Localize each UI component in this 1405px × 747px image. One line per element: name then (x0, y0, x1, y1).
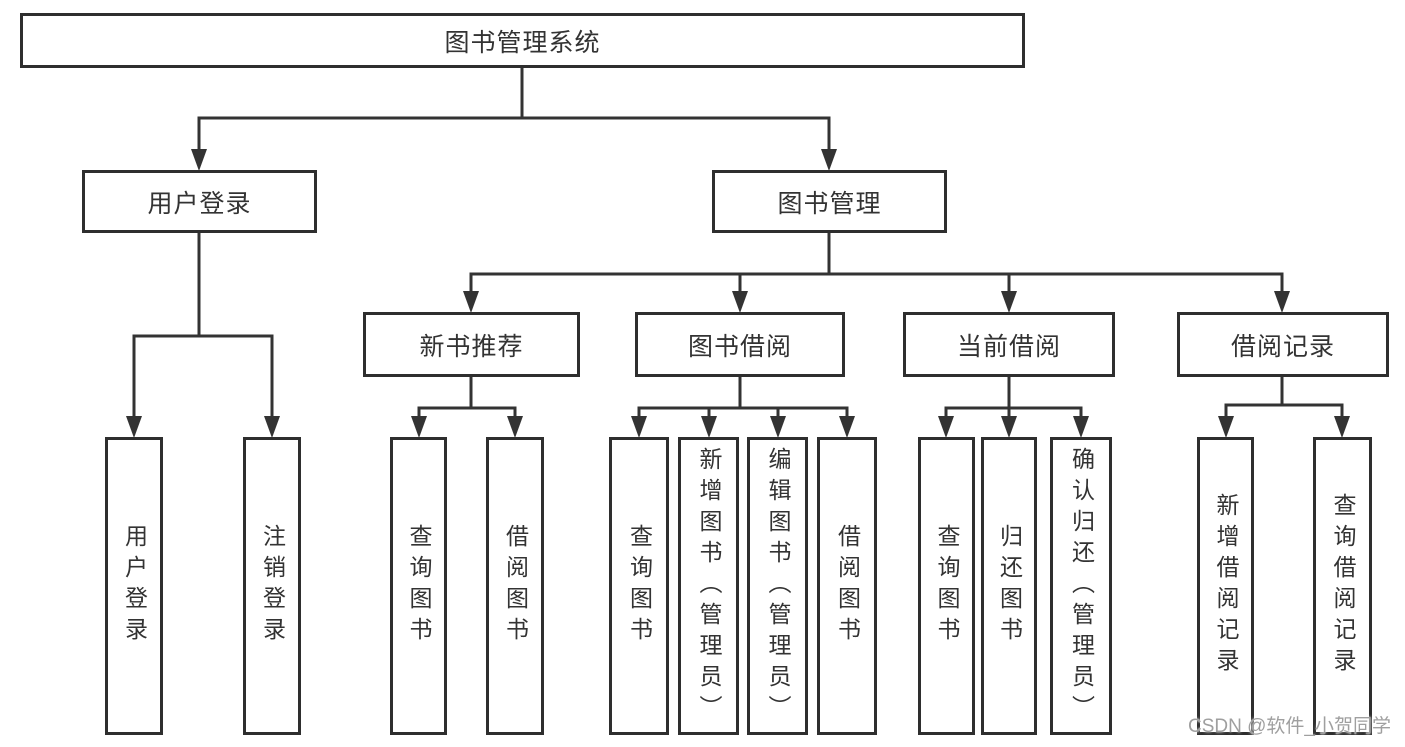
leaf-query-borrow-record-label: 查询借阅记录 (1330, 493, 1356, 679)
leaf-confirm-return-admin: 确认归还（管理员） (1050, 437, 1112, 735)
leaf-recommend-query-book-label: 查询图书 (406, 524, 432, 648)
leaf-recommend-borrow-book-label: 借阅图书 (502, 524, 529, 648)
leaf-logout-label: 注销登录 (259, 524, 286, 648)
leaf-add-book-admin: 新增图书（管理员） (678, 437, 739, 735)
leaf-return-book: 归还图书 (981, 437, 1037, 735)
node-book-management: 图书管理 (712, 170, 947, 233)
leaf-borrowing-borrow-book-label: 借阅图书 (834, 524, 861, 648)
watermark: CSDN @软件_小贺同学 (1188, 716, 1391, 737)
leaf-recommend-borrow-book: 借阅图书 (486, 437, 544, 735)
node-book-borrowing: 图书借阅 (635, 312, 845, 377)
node-root: 图书管理系统 (20, 13, 1025, 68)
leaf-user-login: 用户登录 (105, 437, 163, 735)
node-new-book-recommend: 新书推荐 (363, 312, 580, 377)
node-borrow-records-label: 借阅记录 (1230, 332, 1335, 361)
node-current-borrowing-label: 当前借阅 (956, 332, 1061, 361)
node-borrow-records: 借阅记录 (1177, 312, 1389, 377)
leaf-query-borrow-record: 查询借阅记录 (1313, 437, 1372, 735)
node-root-label: 图书管理系统 (444, 28, 601, 57)
leaf-edit-book-admin: 编辑图书（管理员） (747, 437, 808, 735)
node-user-login: 用户登录 (82, 170, 317, 233)
node-book-management-label: 图书管理 (777, 189, 882, 218)
leaf-recommend-query-book: 查询图书 (390, 437, 447, 735)
leaf-edit-book-admin-label: 编辑图书（管理员） (765, 446, 791, 726)
leaf-borrowing-borrow-book: 借阅图书 (817, 437, 877, 735)
node-book-borrowing-label: 图书借阅 (687, 332, 792, 361)
leaf-return-book-label: 归还图书 (996, 524, 1023, 648)
leaf-add-book-admin-label: 新增图书（管理员） (696, 446, 722, 726)
node-new-book-recommend-label: 新书推荐 (419, 332, 524, 361)
leaf-add-borrow-record-label: 新增借阅记录 (1213, 493, 1239, 679)
node-current-borrowing: 当前借阅 (903, 312, 1115, 377)
leaf-borrowing-query-book-label: 查询图书 (626, 524, 653, 648)
leaf-logout: 注销登录 (243, 437, 301, 735)
leaf-current-query-book: 查询图书 (918, 437, 975, 735)
leaf-user-login-label: 用户登录 (121, 524, 148, 648)
leaf-current-query-book-label: 查询图书 (934, 524, 960, 648)
leaf-confirm-return-admin-label: 确认归还（管理员） (1068, 446, 1095, 726)
node-user-login-label: 用户登录 (147, 189, 252, 218)
leaf-borrowing-query-book: 查询图书 (609, 437, 669, 735)
leaf-add-borrow-record: 新增借阅记录 (1197, 437, 1254, 735)
